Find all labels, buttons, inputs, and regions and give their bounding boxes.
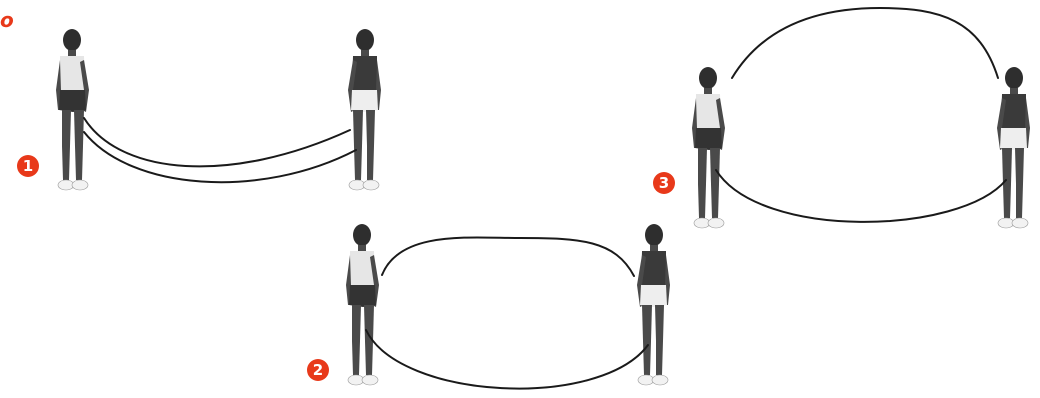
corner-mark: o — [0, 8, 14, 32]
step-badge-2: 2 — [307, 359, 329, 381]
rope-loop-bottom — [715, 169, 1007, 223]
step-1-group: 1 — [17, 28, 382, 191]
step-3-group: 3 — [653, 6, 1031, 229]
rope-loop-top — [731, 6, 999, 79]
step-number-2: 2 — [313, 361, 323, 379]
step-badge-1: 1 — [17, 155, 39, 177]
turner-left-figure — [345, 223, 380, 386]
rope-loop-top — [381, 236, 635, 277]
step-2-group: 2 — [307, 223, 671, 390]
turner-right-figure — [996, 66, 1031, 229]
rope-strand-lower — [83, 131, 357, 184]
turner-left-figure — [691, 66, 726, 229]
step-number-3: 3 — [659, 174, 669, 192]
turner-right-figure — [347, 28, 382, 191]
rope-loop-bottom — [365, 329, 649, 390]
step-number-1: 1 — [23, 157, 33, 175]
step-badge-3: 3 — [653, 172, 675, 194]
rope-strand-upper — [83, 117, 351, 168]
turner-right-figure — [636, 223, 671, 386]
turner-left-figure — [55, 28, 90, 191]
